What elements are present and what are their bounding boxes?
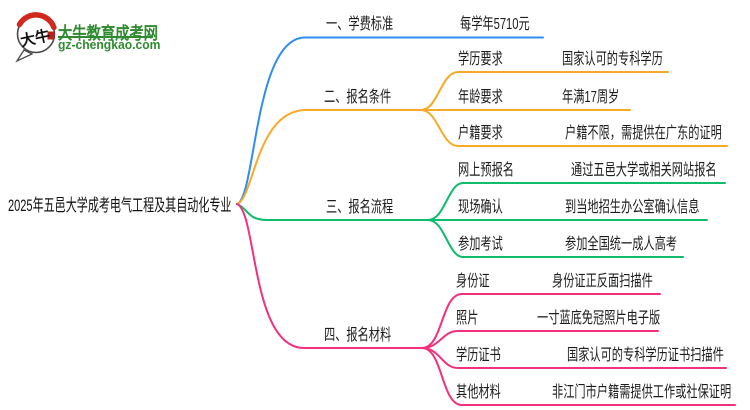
branch-1-row-1-label: 每学年5710元 (460, 16, 530, 33)
branch-3-row-1-line (427, 182, 726, 221)
branch-3-row-1-label: 网上预报名 (458, 162, 515, 179)
root-topic: 2025年五邑大学成考电气工程及其自动化专业 (8, 196, 232, 215)
logo-red-hat (16, 12, 57, 31)
branch-4-row-1-value: 身份证正反面扫描件 (552, 273, 653, 290)
branch-4-row-2-label: 照片 (456, 310, 479, 327)
branch-2-row-1-label: 学历要求 (458, 51, 503, 68)
daniu-logo-icon[interactable]: 大牛 (14, 11, 62, 63)
branch-4-row-2-line (421, 330, 659, 349)
branch-4-trunk-line (236, 203, 423, 349)
branch-4-row-2-value: 一寸蓝底免冠照片电子版 (537, 310, 661, 327)
branch-3-row-1-value: 通过五邑大学或相关网站报名 (571, 162, 717, 179)
branch-3-row-2-label: 现场确认 (458, 199, 503, 216)
branch-3-row-3-line (427, 219, 684, 258)
branch-2-row-2-label: 年龄要求 (458, 89, 503, 106)
branch-2-trunk-line (236, 109, 422, 205)
branch-2-row-1-line (420, 71, 669, 111)
logo-seal-stamp (47, 31, 55, 40)
branch-4-row-4-label: 其他材料 (456, 384, 501, 401)
branch-3-label: 三、报名流程 (326, 199, 394, 216)
branch-2-row-1-value: 国家认可的专科学历 (562, 51, 663, 68)
branch-4-row-3-label: 学历证书 (456, 347, 501, 364)
site-title-divider (58, 36, 153, 38)
branch-4-row-3-value: 国家认可的专科学历证书扫描件 (567, 347, 724, 364)
site-title[interactable]: 大牛教育成考网 (58, 24, 158, 43)
branch-2-label: 二、报名条件 (324, 89, 392, 106)
branch-2-row-2-value: 年满17周岁 (562, 89, 620, 106)
branch-1-line (236, 36, 544, 205)
site-domain[interactable]: gz-chengkao.com (58, 38, 161, 52)
branch-2-row-3-value: 户籍不限，需提供在广东的证明 (565, 125, 722, 142)
branch-2-row-3-label: 户籍要求 (458, 125, 503, 142)
branch-3-row-2-value: 到当地招生办公室确认信息 (565, 199, 700, 216)
branch-4-row-4-line (421, 347, 736, 406)
branch-3-row-3-label: 参加考试 (458, 236, 503, 253)
branch-1-label: 一、学费标准 (326, 16, 394, 33)
branch-2-row-3-line (420, 109, 728, 147)
branch-4-row-4-value: 非江门市户籍需提供工作或社保证明 (552, 384, 732, 401)
branch-3-row-3-value: 参加全国统一成人高考 (565, 236, 678, 253)
branch-4-label: 四、报名材料 (324, 327, 392, 344)
branch-4-row-1-line (421, 293, 661, 349)
logo-calligraphy-text: 大牛 (19, 26, 52, 50)
logo-speech-tail (15, 49, 34, 63)
branch-4-row-1-label: 身份证 (456, 273, 490, 290)
